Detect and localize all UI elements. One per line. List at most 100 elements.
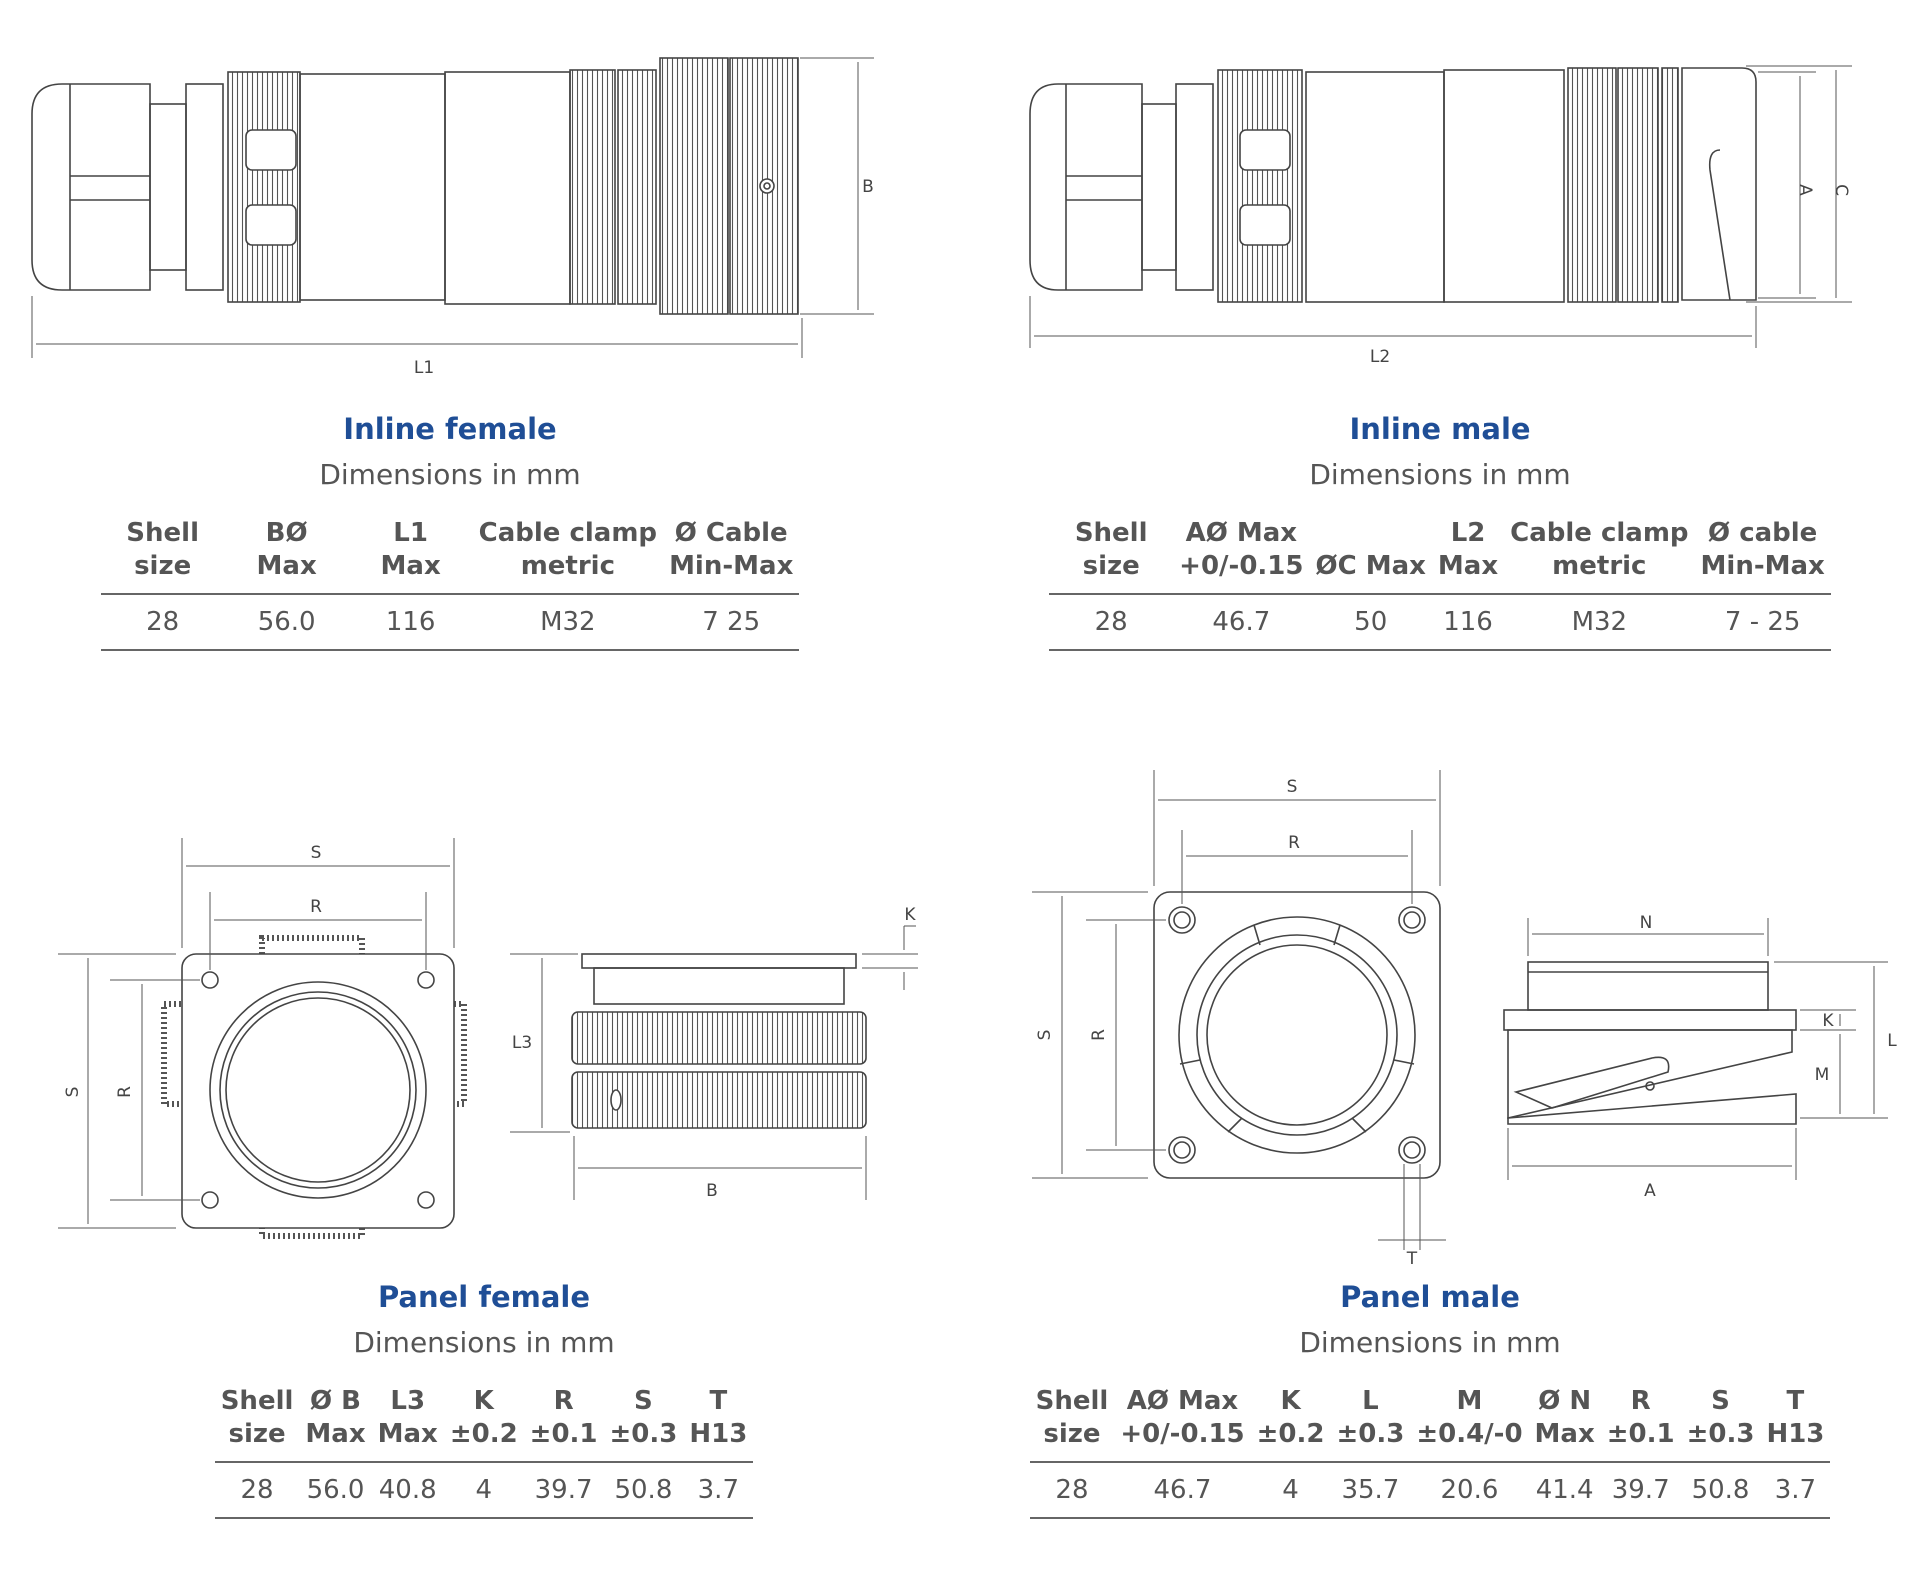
dim-a-label: A <box>1795 184 1815 196</box>
inline-female-drawing: B L1 <box>31 57 874 378</box>
dim-b-label: B <box>862 177 874 197</box>
table-cell: 39.7 <box>523 1462 604 1519</box>
table-row: 28 56.0 40.8 4 39.7 50.8 3.7 <box>214 1462 754 1519</box>
table-cell: 28 <box>1049 594 1174 651</box>
panel-female-front-view: S R S R <box>58 838 467 1239</box>
table-cell: 3.7 <box>683 1462 754 1519</box>
dim-k-label: K <box>904 905 916 925</box>
dim-a-label: A <box>1644 1181 1656 1201</box>
table-cell: M32 <box>472 594 664 651</box>
panel-female-side-view: L3 K B <box>510 905 918 1201</box>
column-header: K±0.2 <box>443 1385 524 1463</box>
table-cell: 40.8 <box>371 1462 444 1519</box>
table-cell: 28 <box>214 1462 300 1519</box>
table-cell: 56.0 <box>299 1462 372 1519</box>
dim-b-label: B <box>706 1181 718 1201</box>
dim-c-label: C <box>1831 184 1851 196</box>
dim-r-left-label: R <box>115 1086 135 1098</box>
dim-l-label: L <box>1887 1031 1897 1051</box>
dim-l3-label: L3 <box>512 1033 532 1053</box>
table-cell: 56.0 <box>224 594 349 651</box>
table-cell: 35.7 <box>1330 1462 1411 1519</box>
section-subtitle: Dimensions in mm <box>1299 1326 1561 1359</box>
dim-s-top-label: S <box>1287 777 1298 797</box>
table-cell: 50.8 <box>1680 1462 1761 1519</box>
dim-l1-label: L1 <box>414 358 434 378</box>
column-header: S±0.3 <box>1680 1385 1761 1463</box>
section-subtitle: Dimensions in mm <box>353 1326 615 1359</box>
table-cell: 39.7 <box>1600 1462 1681 1519</box>
table-cell: 28 <box>1029 1462 1115 1519</box>
panel-male-front-view: S R S R T <box>1032 770 1446 1269</box>
table-row: 28 46.7 4 35.7 20.6 41.4 39.7 50.8 3.7 <box>1029 1462 1831 1519</box>
column-header: R±0.1 <box>523 1385 604 1463</box>
table-cell: 116 <box>1431 594 1505 651</box>
dim-r-left-label: R <box>1089 1029 1109 1041</box>
column-header: AØ Max+0/-0.15 <box>1114 1385 1251 1463</box>
column-header: R±0.1 <box>1600 1385 1681 1463</box>
dim-n-label: N <box>1640 913 1653 933</box>
table-cell: 3.7 <box>1760 1462 1831 1519</box>
section-title: Inline male <box>1349 412 1531 446</box>
table-cell: 4 <box>1250 1462 1331 1519</box>
section-title: Panel female <box>377 1280 591 1314</box>
dim-s-left-label: S <box>1035 1030 1055 1041</box>
section-subtitle: Dimensions in mm <box>319 458 581 491</box>
table-cell: 50 <box>1309 594 1432 651</box>
column-header: AØ Max+0/-0.15 <box>1173 517 1310 595</box>
dim-r-top-label: R <box>310 897 322 917</box>
table-cell: 7 25 <box>663 594 800 651</box>
column-header: S±0.3 <box>603 1385 684 1463</box>
dim-l2-label: L2 <box>1370 347 1390 367</box>
dim-s-left-label: S <box>63 1087 83 1098</box>
table-cell: 20.6 <box>1410 1462 1529 1519</box>
table-cell: M32 <box>1504 594 1695 651</box>
column-header: ØC Max <box>1309 517 1432 595</box>
table-cell: 28 <box>100 594 225 651</box>
column-header: M±0.4/-0 <box>1410 1385 1529 1463</box>
table-cell: 7 - 25 <box>1694 594 1831 651</box>
column-header: K±0.2 <box>1250 1385 1331 1463</box>
dim-t-label: T <box>1406 1249 1418 1269</box>
dim-m-label: M <box>1815 1065 1830 1085</box>
section-title: Panel male <box>1340 1280 1520 1314</box>
column-header: L±0.3 <box>1330 1385 1411 1463</box>
table-cell: 116 <box>348 594 473 651</box>
table-cell: 4 <box>443 1462 524 1519</box>
dim-s-top-label: S <box>311 843 322 863</box>
dim-r-top-label: R <box>1288 833 1300 853</box>
inline-male-drawing: A C L2 <box>1029 65 1852 367</box>
table-row: 28 56.0 116 M32 7 25 <box>100 594 800 651</box>
table-cell: 41.4 <box>1528 1462 1601 1519</box>
table-cell: 50.8 <box>603 1462 684 1519</box>
